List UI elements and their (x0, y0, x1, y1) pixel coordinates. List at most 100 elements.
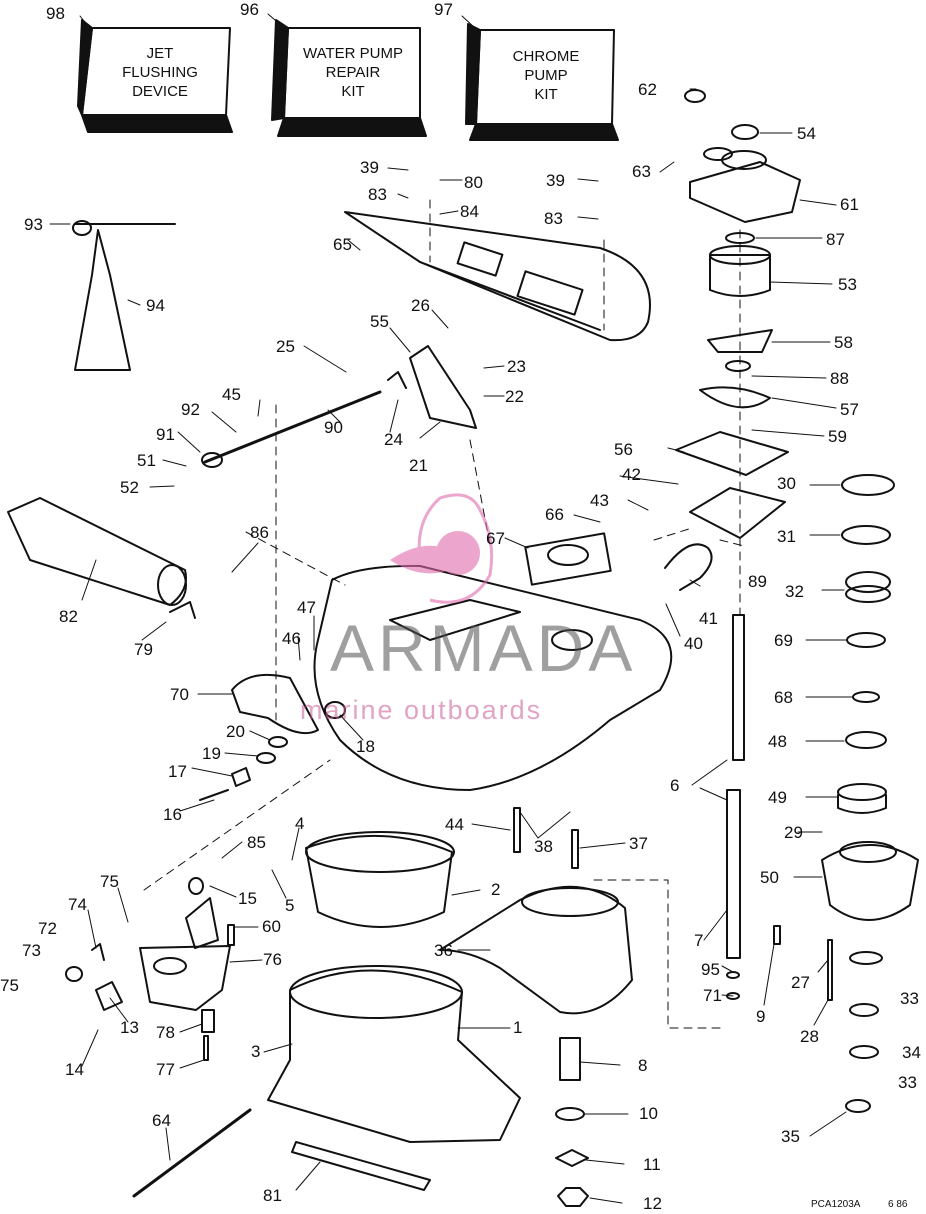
callout-31: 31 (777, 527, 796, 546)
callout-20: 20 (226, 722, 245, 741)
callout-21: 21 (409, 456, 428, 475)
callout-66: 66 (545, 505, 564, 524)
callout-50: 50 (760, 868, 779, 887)
callout-55: 55 (370, 312, 389, 331)
drawing-code: PCA1203A (811, 1199, 861, 1210)
callout-27: 27 (791, 973, 810, 992)
callout-61: 61 (840, 195, 859, 214)
callout-72: 72 (38, 919, 57, 938)
callout-87: 87 (826, 230, 845, 249)
watermark-subtitle: marine outboards (300, 695, 543, 725)
callout-74: 74 (68, 895, 87, 914)
bar-81-shape (291, 1141, 431, 1191)
callout-52: 52 (120, 478, 139, 497)
callout-93: 93 (24, 215, 43, 234)
callout-8: 8 (638, 1056, 648, 1075)
callout-29: 29 (784, 823, 803, 842)
callout-77: 77 (156, 1060, 175, 1079)
callout-33-lower: 33 (898, 1073, 917, 1092)
callout-76: 76 (263, 950, 282, 969)
watermark-title: ARMADA (330, 611, 637, 685)
callout-1: 1 (513, 1018, 523, 1037)
callout-25: 25 (276, 337, 295, 356)
callout-69: 69 (774, 631, 793, 650)
top-plate-shape (344, 211, 651, 342)
callout-85: 85 (247, 833, 266, 852)
callout-17: 17 (168, 762, 187, 781)
flushing-tube-shape (74, 229, 131, 371)
chrome-pump-kit-box: CHROME PUMP KIT (512, 48, 580, 103)
callout-14: 14 (65, 1060, 84, 1079)
callout-12: 12 (643, 1194, 662, 1213)
callout-53: 53 (838, 275, 857, 294)
callout-43: 43 (590, 491, 609, 510)
callout-60: 60 (262, 917, 281, 936)
callout-15: 15 (238, 889, 257, 908)
callout-80: 80 (464, 173, 483, 192)
callout-47: 47 (297, 598, 316, 617)
callout-13: 13 (120, 1018, 139, 1037)
callout-64: 64 (152, 1111, 171, 1130)
callout-46: 46 (282, 629, 301, 648)
callout-28: 28 (800, 1027, 819, 1046)
callout-11: 11 (643, 1155, 661, 1174)
callout-30: 30 (777, 474, 796, 493)
callout-82: 82 (59, 607, 78, 626)
nozzle-sleeve-shape (305, 834, 453, 928)
callout-26: 26 (411, 296, 430, 315)
callout-70: 70 (170, 685, 189, 704)
chrome-pump-box-shape (465, 23, 619, 141)
callout-94: 94 (146, 296, 165, 315)
callout-4: 4 (295, 814, 305, 833)
callout-84: 84 (460, 202, 479, 221)
callout-39-left: 39 (360, 158, 379, 177)
callout-44: 44 (445, 815, 464, 834)
callout-2: 2 (491, 880, 501, 899)
callout-75-lower: 75 (0, 976, 19, 995)
bracket-shape (139, 945, 231, 1011)
callout-63: 63 (632, 162, 651, 181)
callout-95: 95 (701, 960, 720, 979)
callout-10: 10 (639, 1104, 658, 1123)
callout-36: 36 (434, 941, 453, 960)
callout-57: 57 (840, 400, 859, 419)
bearing-housing-shape (821, 844, 919, 921)
callout-81: 81 (263, 1186, 282, 1205)
callout-98: 98 (46, 4, 65, 23)
callout-48: 48 (768, 732, 787, 751)
callout-86: 86 (250, 523, 269, 542)
watermark-logo (390, 493, 494, 604)
callout-16: 16 (163, 805, 182, 824)
callout-32: 32 (785, 582, 804, 601)
callout-54: 54 (797, 124, 816, 143)
callout-49: 49 (768, 788, 787, 807)
callout-56: 56 (614, 440, 633, 459)
callout-7: 7 (694, 931, 704, 950)
callout-88: 88 (830, 369, 849, 388)
callout-33-upper: 33 (900, 989, 919, 1008)
callout-24: 24 (384, 430, 403, 449)
callout-62: 62 (638, 80, 657, 99)
callout-67: 67 (486, 529, 505, 548)
jet-flushing-device-box: JET FLUSHING DEVICE (122, 45, 198, 100)
callout-5: 5 (285, 896, 295, 915)
callout-9: 9 (756, 1007, 766, 1026)
callout-23: 23 (507, 357, 526, 376)
callout-51: 51 (137, 451, 156, 470)
callout-6: 6 (670, 776, 680, 795)
callout-34: 34 (902, 1043, 921, 1062)
pump-housing-shape (689, 161, 801, 223)
callout-42: 42 (622, 465, 641, 484)
callout-18: 18 (356, 737, 375, 756)
callout-65: 65 (333, 235, 352, 254)
gasket-plate-shape (675, 431, 789, 476)
callout-91: 91 (156, 425, 175, 444)
callout-37: 37 (629, 834, 648, 853)
callout-39-right: 39 (546, 171, 565, 190)
callout-89: 89 (748, 572, 767, 591)
callout-97: 97 (434, 0, 453, 19)
callout-19: 19 (202, 744, 221, 763)
